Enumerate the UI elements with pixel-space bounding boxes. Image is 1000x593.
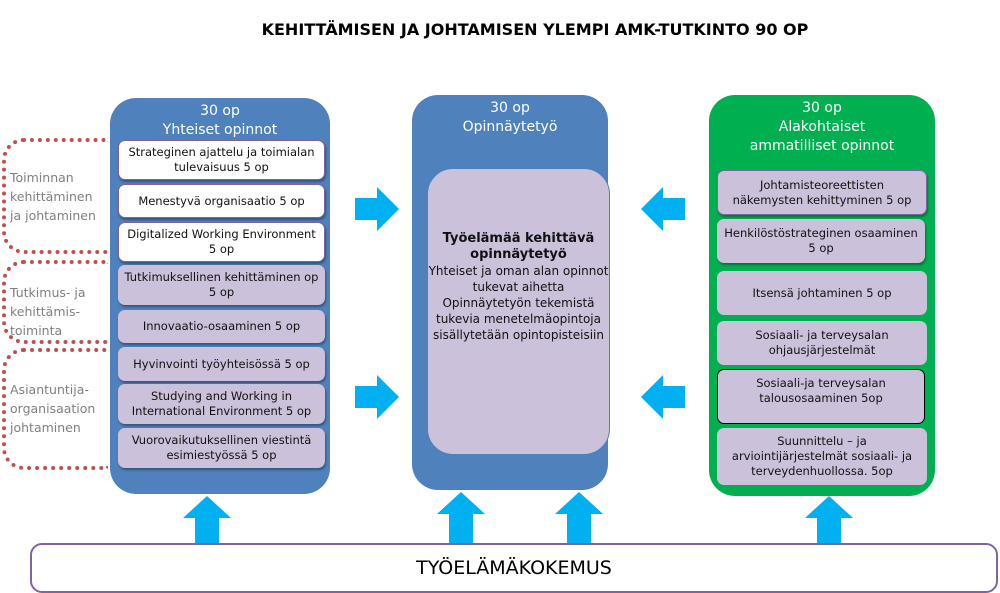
course-item: Innovaatio-osaaminen 5 op <box>118 310 325 343</box>
course-item: Henkilöstöstrateginen osaaminen 5 op <box>717 219 925 263</box>
column-credits: 30 op <box>802 100 842 116</box>
page-title: KEHITTÄMISEN JA JOHTAMISEN YLEMPI AMK-TU… <box>261 20 809 39</box>
course-item: Johtamisteoreettisten näkemysten kehitty… <box>717 170 927 215</box>
bracket-label: Tutkimus- ja kehittämis-toiminta <box>10 285 86 338</box>
course-item: Menestyvä organisaatio 5 op <box>118 184 325 218</box>
arrow-up-icon <box>183 496 231 544</box>
course-item: Hyvinvointi työyhteisössä 5 op <box>118 347 325 381</box>
arrow-right-icon <box>355 187 399 231</box>
column-heading: Yhteiset opinnot <box>162 122 278 138</box>
arrow-right-icon <box>355 375 399 419</box>
bracket-label: Asiantuntija-organisaation johtaminen <box>10 382 96 435</box>
thesis-box: Työelämää kehittävä opinnäytetyö Yhteise… <box>427 168 610 455</box>
course-item: Studying and Working in International En… <box>118 384 325 424</box>
course-item: Vuorovaikutuksellinen viestintä esimiest… <box>118 428 325 468</box>
bracket-toiminnan <box>2 138 108 254</box>
arrow-left-icon <box>641 187 685 231</box>
arrow-up-icon <box>805 496 853 544</box>
thesis-title: Työelämää kehittävä opinnäytetyö <box>442 231 595 262</box>
course-item: Itsensä johtaminen 5 op <box>717 271 927 315</box>
course-item: Tutkimuksellinen kehittäminen op 5 op <box>118 265 325 305</box>
bracket-asiantuntija <box>2 348 108 470</box>
arrow-left-icon <box>641 375 685 419</box>
course-item: Suunnittelu – ja arviointijärjestelmät s… <box>717 428 927 485</box>
bracket-tutkimus <box>2 260 108 344</box>
course-item: Sosiaali- ja terveysalan ohjausjärjestel… <box>717 321 927 365</box>
column-credits: 30 op <box>200 103 240 119</box>
column-heading: Alakohtaiset ammatilliset opinnot <box>749 119 895 154</box>
work-experience-bar: TYÖELÄMÄKOKEMUS <box>30 543 998 593</box>
arrow-up-icon <box>437 492 485 544</box>
column-credits: 30 op <box>490 100 530 116</box>
course-item: Strateginen ajattelu ja toimialan tuleva… <box>118 140 325 180</box>
course-item: Sosiaali-ja terveysalan talousosaaminen … <box>717 369 925 424</box>
bracket-label: Toiminnan kehittäminen ja johtaminen <box>10 170 96 223</box>
course-item: Digitalized Working Environment 5 op <box>118 222 325 262</box>
thesis-text: Yhteiset ja oman alan opinnot tukevat ai… <box>428 264 609 342</box>
arrow-up-icon <box>555 492 603 544</box>
column-heading: Opinnäytetyö <box>462 119 558 135</box>
